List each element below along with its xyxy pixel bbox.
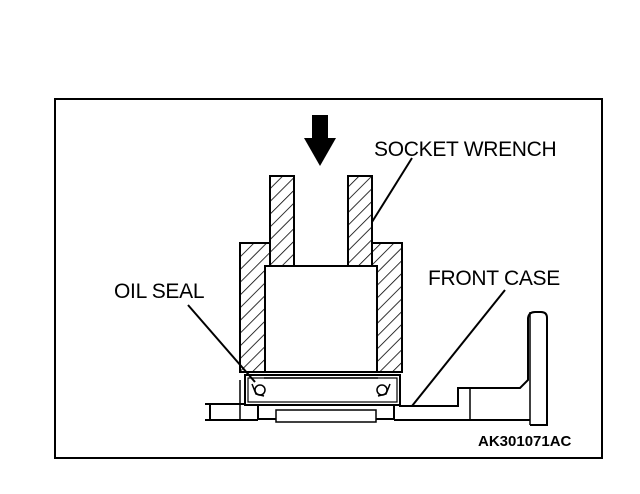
oil-seal-label: OIL SEAL bbox=[114, 280, 204, 303]
front-case-leader bbox=[411, 289, 506, 407]
oil-seal-leader bbox=[187, 304, 256, 383]
socket-wrench-leader bbox=[371, 157, 413, 223]
oil-seal bbox=[244, 374, 401, 406]
socket-wrench-label: SOCKET WRENCH bbox=[374, 138, 556, 161]
down-arrow-icon bbox=[304, 115, 336, 166]
figure-code: AK301071AC bbox=[478, 433, 572, 450]
socket-wrench bbox=[239, 175, 403, 373]
front-case-label: FRONT CASE bbox=[428, 267, 560, 290]
front-case bbox=[205, 311, 548, 426]
